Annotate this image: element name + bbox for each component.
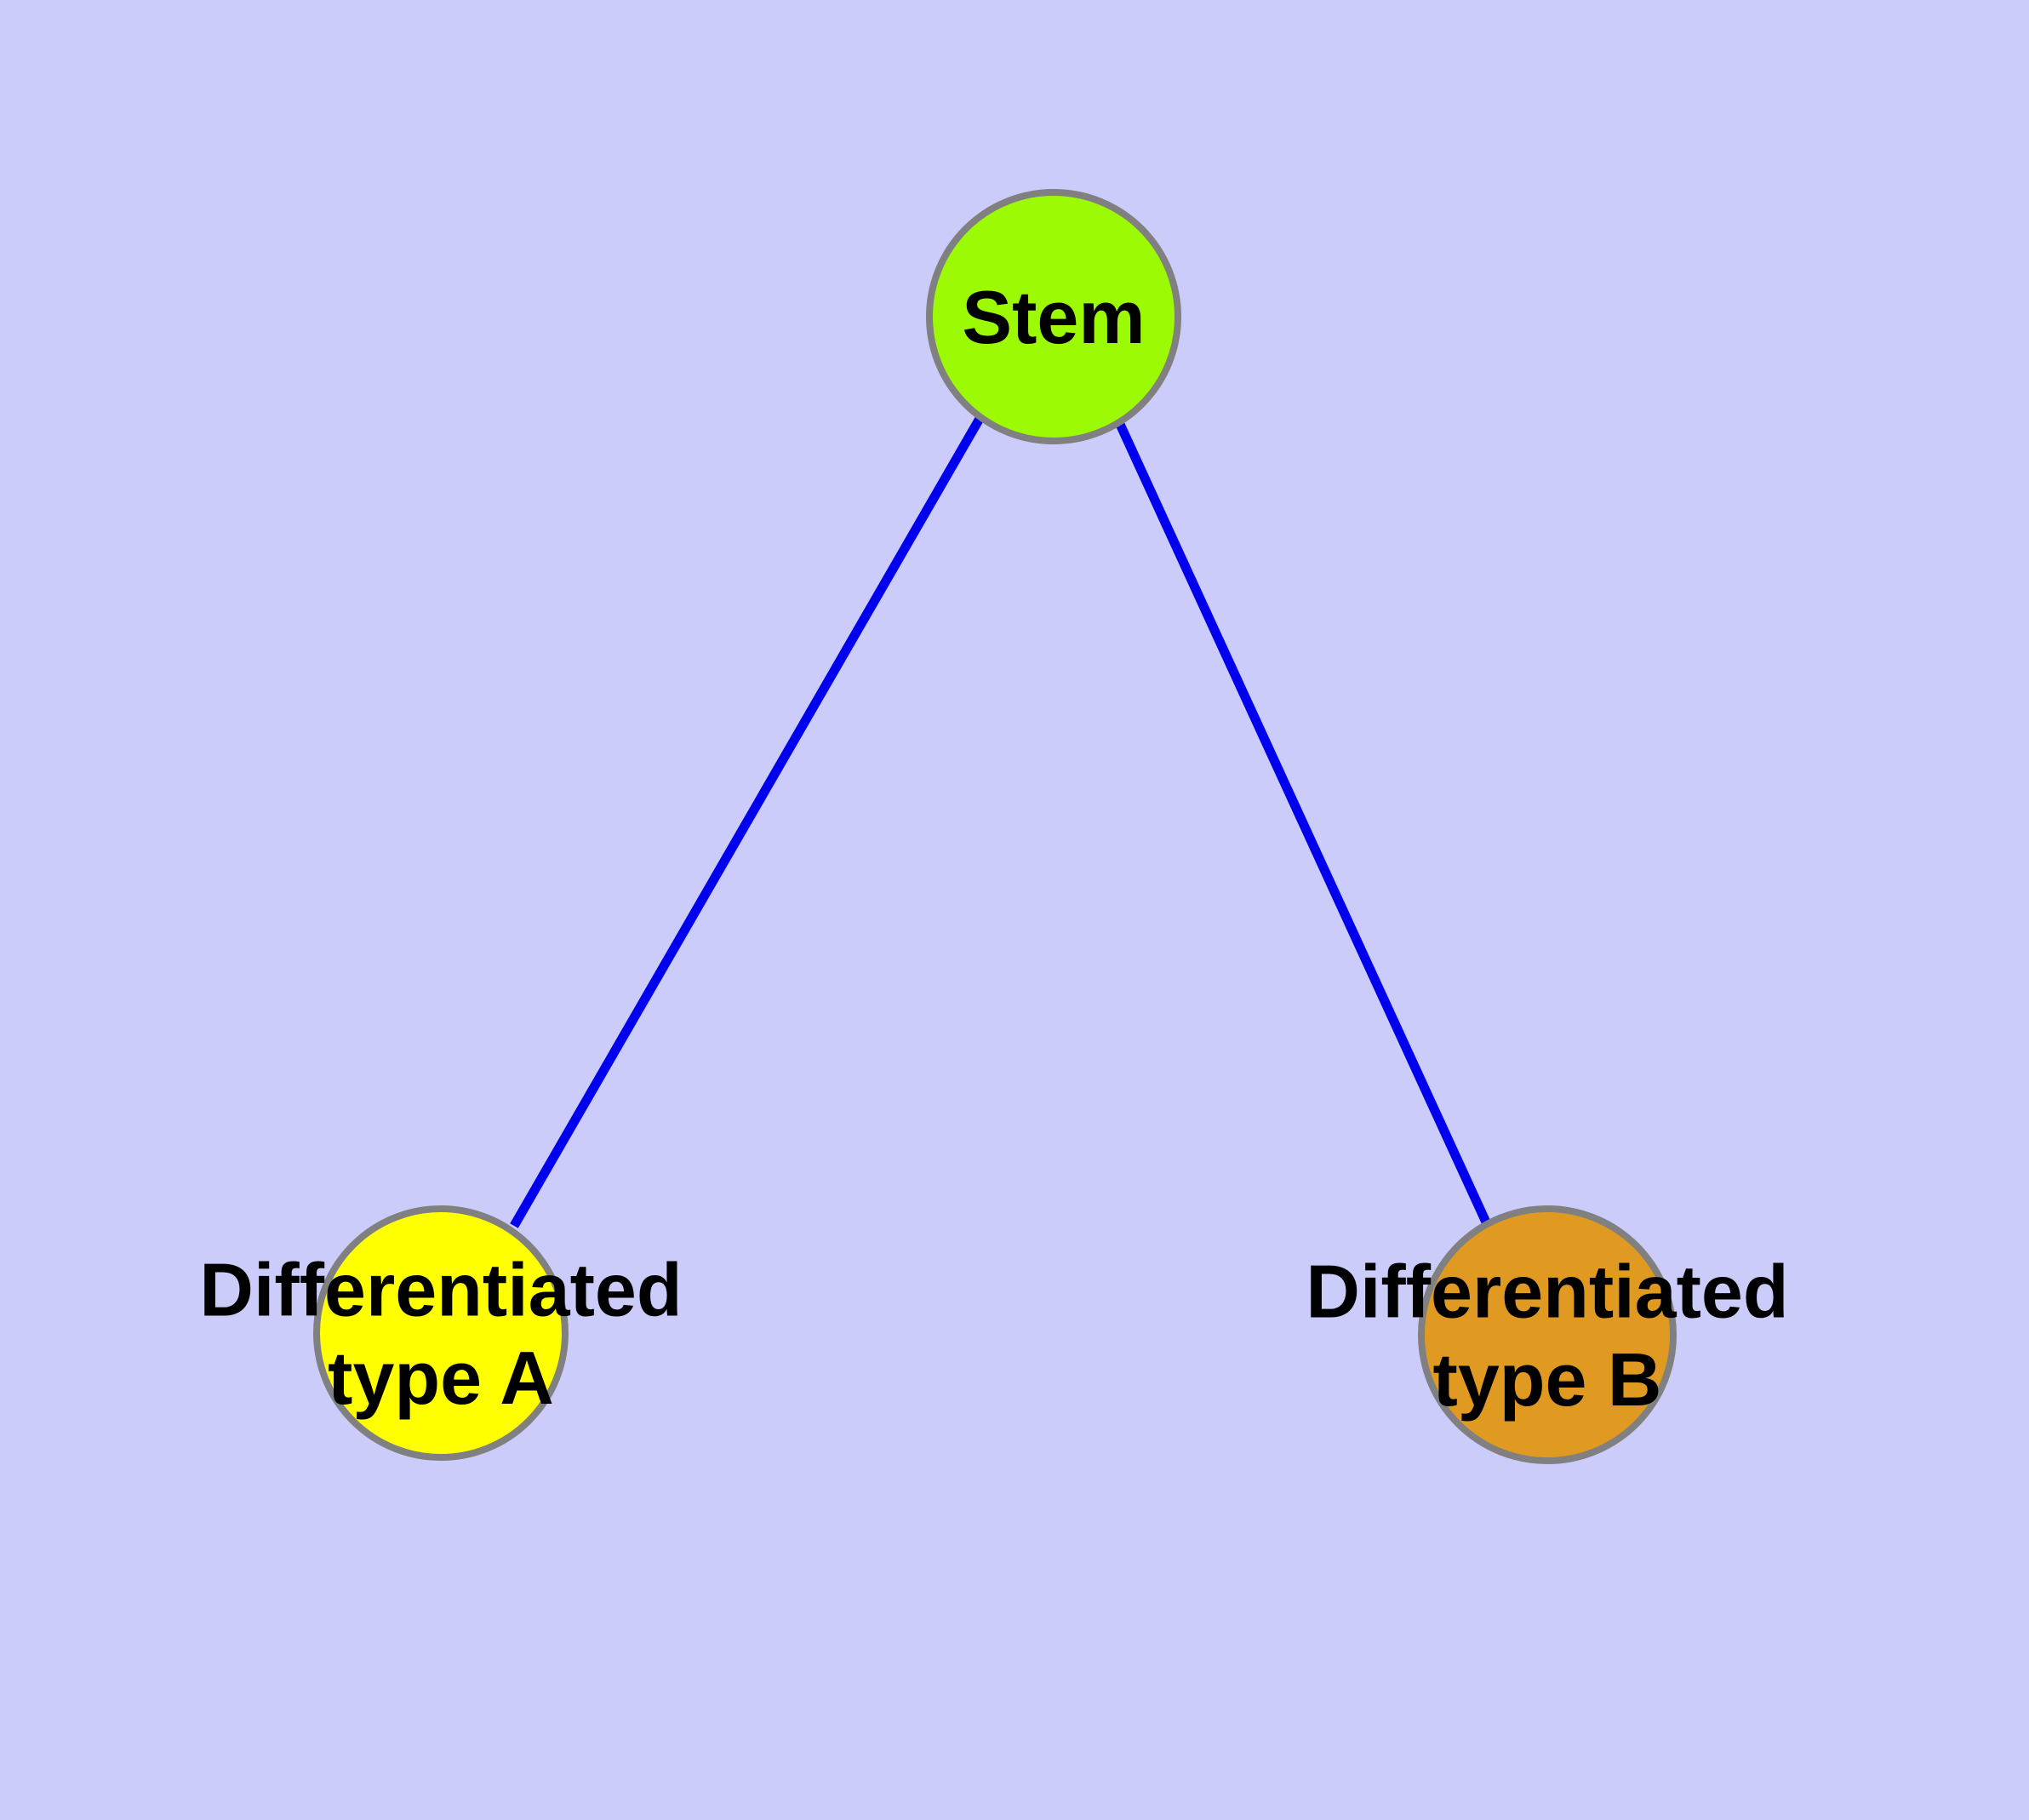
- node-label-diff_a-line-2: type A: [328, 1336, 554, 1420]
- nodes-layer: [313, 189, 1677, 1464]
- node-circle-diff_a[interactable]: [313, 1205, 569, 1461]
- edge-stem-to-diff-a: [510, 415, 985, 1228]
- node-label-diff_a-line-1: Differentiated: [199, 1247, 682, 1331]
- node-circle-stem[interactable]: [926, 189, 1181, 444]
- edges-layer: [510, 415, 1492, 1228]
- node-circle-diff_b[interactable]: [1418, 1205, 1677, 1464]
- node-label-diff_b-line-2: type B: [1433, 1337, 1662, 1422]
- node-label-diff_b-line-1: Differentiated: [1306, 1249, 1788, 1333]
- node-label-stem-line-1: Stem: [962, 275, 1145, 359]
- edge-stem-to-diff-b: [1114, 418, 1492, 1228]
